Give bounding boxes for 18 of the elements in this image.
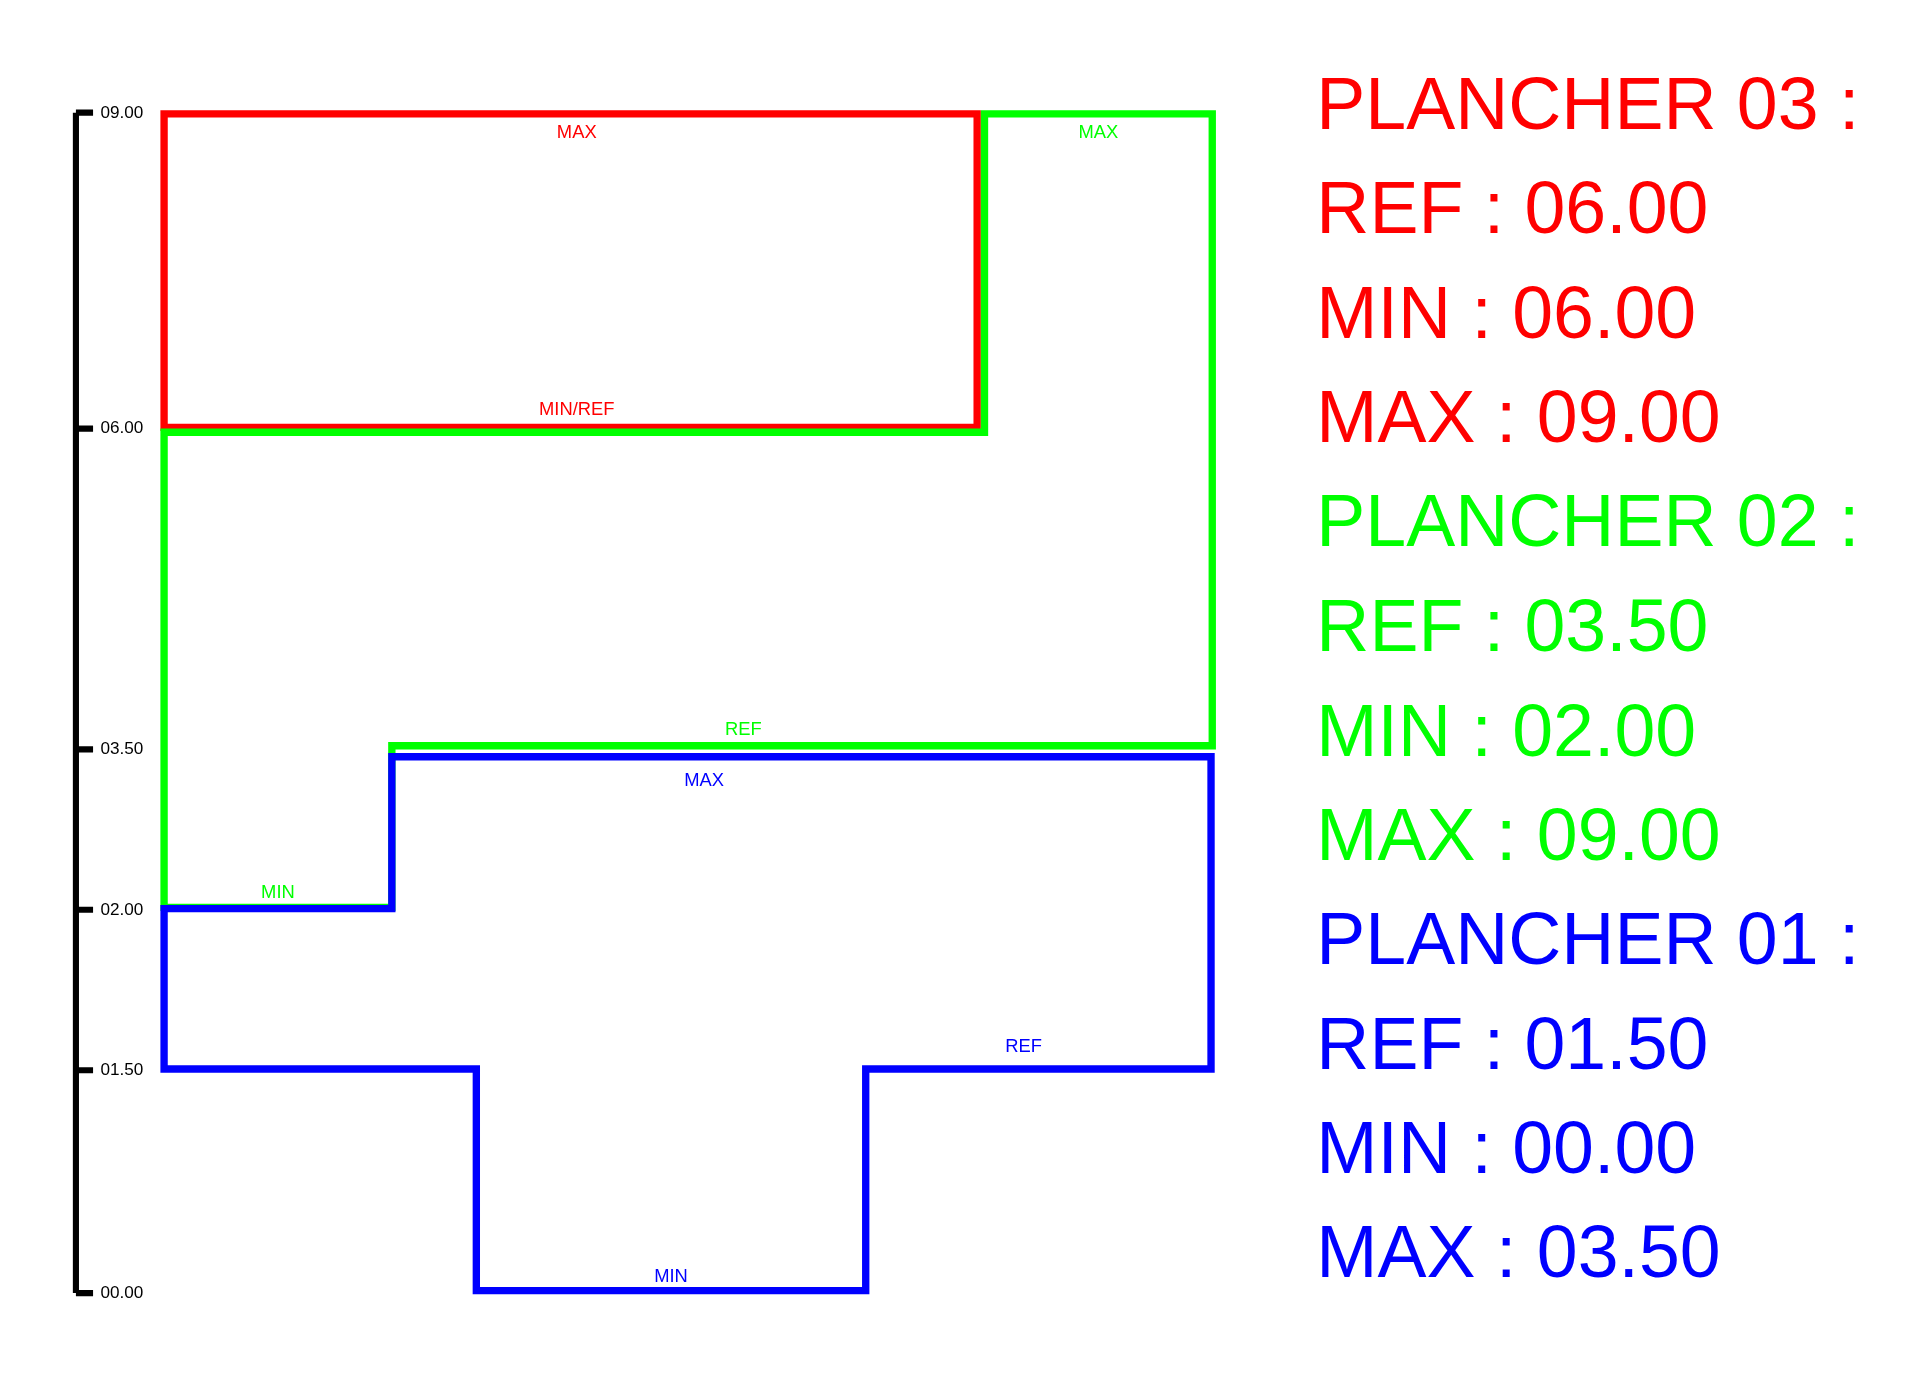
- level-value: MIN : 00.00: [1316, 1111, 1697, 1186]
- level-value: MAX : 09.00: [1316, 380, 1721, 455]
- level-value: REF : 03.50: [1316, 589, 1709, 664]
- level-value: MIN : 02.00: [1316, 694, 1697, 768]
- axis-tick-label: 06.00: [100, 418, 144, 436]
- level-value: REF : 06.00: [1316, 171, 1709, 246]
- axis-tick-label: 02.00: [100, 900, 144, 918]
- floor-heading: PLANCHER 02 :: [1316, 485, 1860, 559]
- level-value: MAX : 03.50: [1316, 1216, 1721, 1290]
- floor-heading: PLANCHER 03 :: [1316, 67, 1860, 141]
- axis-tick-label: 01.50: [100, 1060, 144, 1078]
- level-value: MIN : 06.00: [1316, 276, 1697, 350]
- floor-heading: PLANCHER 01 :: [1316, 902, 1860, 977]
- axis-tick-label: 09.00: [100, 102, 144, 120]
- level-value: REF : 01.50: [1316, 1007, 1709, 1081]
- axis-tick-label: 03.50: [100, 739, 144, 757]
- axis-tick-label: 00.00: [100, 1283, 144, 1301]
- level-value: MAX : 09.00: [1316, 798, 1721, 872]
